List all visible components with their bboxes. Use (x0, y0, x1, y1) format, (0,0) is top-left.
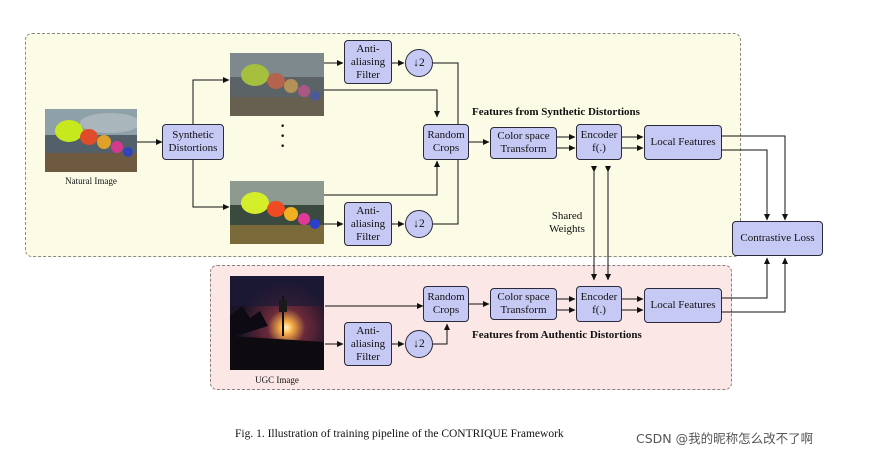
random-crops-authentic: Random Crops (423, 286, 469, 322)
color-space-transform-synthetic: Color space Transform (490, 127, 557, 159)
local-features-synthetic: Local Features (644, 125, 722, 160)
downsample-top: ↓2 (405, 49, 433, 77)
encoder-synthetic: Encoder f(.) (576, 124, 622, 160)
figure-caption: Fig. 1. Illustration of training pipelin… (235, 428, 564, 440)
distorted-image-top (230, 53, 324, 116)
downsample-authentic: ↓2 (405, 330, 433, 358)
encoder-authentic: Encoder f(.) (576, 286, 622, 322)
color-space-transform-authentic: Color space Transform (490, 288, 557, 320)
csdn-watermark: CSDN @我的昵称怎么改不了啊 (636, 431, 814, 446)
random-crops-synthetic: Random Crops (423, 124, 469, 160)
synthetic-section-label: Features from Synthetic Distortions (472, 106, 640, 118)
ellipsis: · · · (280, 118, 286, 155)
ugc-image (230, 276, 324, 370)
ugc-image-caption: UGC Image (255, 375, 299, 385)
natural-image (45, 109, 137, 172)
contrastive-loss-box: Contrastive Loss (732, 221, 823, 256)
distorted-image-bottom (230, 181, 324, 244)
anti-aliasing-filter-authentic: Anti- aliasing Filter (344, 322, 392, 366)
anti-aliasing-filter-bottom: Anti- aliasing Filter (344, 202, 392, 246)
downsample-bottom: ↓2 (405, 210, 433, 238)
anti-aliasing-filter-top: Anti- aliasing Filter (344, 40, 392, 84)
shared-weights-label: Shared Weights (549, 210, 585, 235)
local-features-authentic: Local Features (644, 288, 722, 323)
natural-image-caption: Natural Image (65, 176, 117, 186)
authentic-section-label: Features from Authentic Distortions (472, 329, 642, 341)
synthetic-distortions-box: Synthetic Distortions (162, 124, 224, 160)
